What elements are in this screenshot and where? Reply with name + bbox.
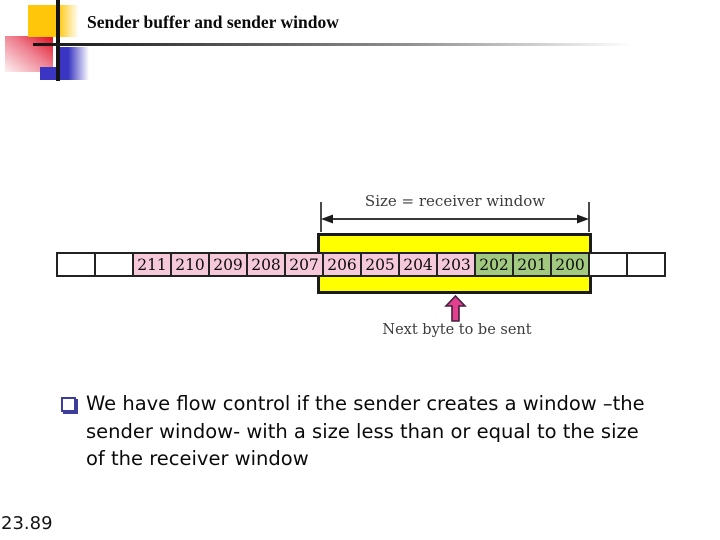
logo-vertical-line xyxy=(56,0,60,81)
hollow-square-bullet-icon xyxy=(61,397,76,412)
buffer-cell xyxy=(626,252,666,277)
next-byte-label: Next byte to be sent xyxy=(382,322,532,338)
title-divider-line xyxy=(33,43,658,46)
double-headed-arrow-icon xyxy=(320,202,590,232)
bullet-paragraph: We have flow control if the sender creat… xyxy=(86,390,706,473)
bullet-line: of the receiver window xyxy=(86,447,309,470)
buffer-cell: 203 xyxy=(436,252,476,277)
bullet-line: We have flow control if the sender creat… xyxy=(86,392,645,415)
logo-yellow-square xyxy=(28,5,58,37)
buffer-cell xyxy=(588,252,628,277)
page-number: 23.89 xyxy=(1,513,53,534)
up-arrow-icon xyxy=(444,295,467,322)
buffer-cell: 211 xyxy=(132,252,172,277)
buffer-cell: 200 xyxy=(550,252,590,277)
logo-blue-small-square xyxy=(40,67,59,80)
logo-red-square xyxy=(5,36,53,72)
buffer-cell: 204 xyxy=(398,252,438,277)
buffer-cell xyxy=(56,252,96,277)
size-receiver-window-label: Size = receiver window xyxy=(364,192,546,210)
page-title: Sender buffer and sender window xyxy=(87,12,339,32)
buffer-cell: 201 xyxy=(512,252,552,277)
buffer-cell: 202 xyxy=(474,252,514,277)
buffer-cell: 210 xyxy=(170,252,210,277)
buffer-cell: 207 xyxy=(284,252,324,277)
logo-yellow-fade xyxy=(58,5,78,37)
buffer-cell: 209 xyxy=(208,252,248,277)
buffer-cell xyxy=(94,252,134,277)
sender-buffer-row: 211 210 209 208 207 206 205 204 203 202 … xyxy=(56,252,666,277)
logo-blue-square xyxy=(59,47,90,80)
buffer-cell: 205 xyxy=(360,252,400,277)
buffer-cell: 206 xyxy=(322,252,362,277)
bullet-line: sender window- with a size less than or … xyxy=(86,419,639,443)
buffer-cell: 208 xyxy=(246,252,286,277)
